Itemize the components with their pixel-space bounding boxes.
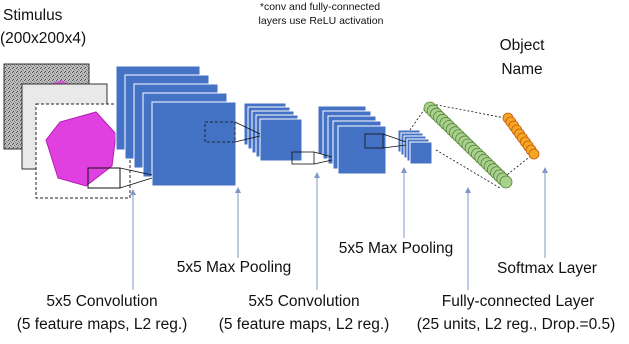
softmax-units bbox=[502, 112, 540, 160]
conv2-map-5 bbox=[337, 125, 387, 175]
conv2-feature-maps bbox=[317, 105, 387, 175]
fc-unit-25 bbox=[499, 175, 513, 189]
pool2-label: 5x5 Max Pooling bbox=[338, 240, 454, 257]
fully-connected-units bbox=[423, 101, 513, 189]
fc-label: Fully-connected Layer bbox=[441, 293, 595, 310]
conv1-detail: (5 feature maps, L2 reg.) bbox=[16, 316, 188, 333]
activation-note-line1: *conv and fully-connected bbox=[259, 1, 381, 13]
softmax-label: Softmax Layer bbox=[497, 260, 597, 277]
activation-note-line2: layers use ReLU activation bbox=[258, 15, 384, 27]
fc-detail: (25 units, L2 reg., Drop.=0.5) bbox=[416, 316, 616, 333]
pool1-map-5 bbox=[259, 118, 303, 162]
output-label-line2: Name bbox=[501, 61, 543, 78]
label-arrows bbox=[130, 167, 548, 290]
conv1-label: 5x5 Convolution bbox=[46, 293, 158, 310]
conv2-label: 5x5 Convolution bbox=[248, 293, 360, 310]
stimulus-size: (200x200x4) bbox=[0, 30, 87, 47]
stimulus-receptive-field bbox=[87, 167, 121, 189]
pool2-feature-maps bbox=[397, 129, 433, 165]
stimulus-title: Stimulus bbox=[3, 7, 63, 24]
pool2-map-5 bbox=[409, 141, 433, 165]
conv1-map-5 bbox=[151, 101, 237, 187]
receptive-field-lines bbox=[119, 103, 533, 189]
output-label-line1: Object bbox=[499, 37, 545, 54]
stimulus-image-stack bbox=[3, 63, 131, 199]
conv2-detail: (5 feature maps, L2 reg.) bbox=[218, 316, 390, 333]
conv1-feature-maps bbox=[115, 65, 237, 187]
pool1-label: 5x5 Max Pooling bbox=[176, 259, 292, 276]
softmax-unit-10 bbox=[528, 148, 540, 160]
